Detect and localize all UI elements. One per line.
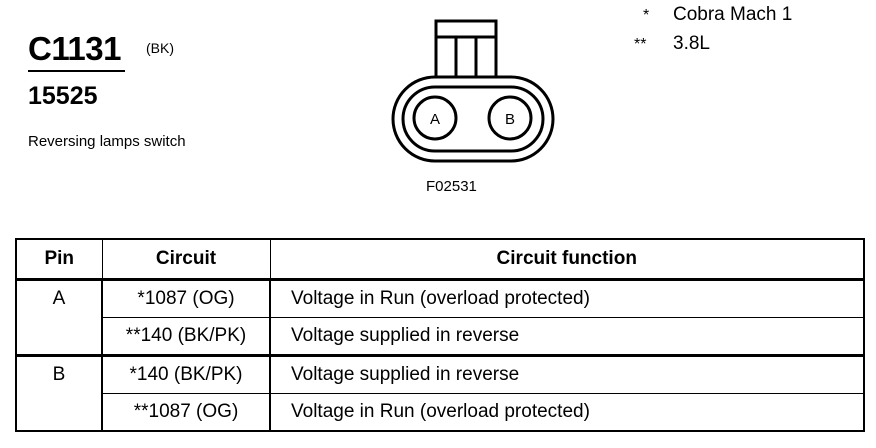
table-row: A *1087 (OG) Voltage in Run (overload pr… bbox=[15, 279, 865, 356]
terminal-a-label: A bbox=[430, 111, 440, 128]
pin-cell: B bbox=[15, 354, 103, 432]
connector-face-diagram: A B bbox=[391, 19, 555, 163]
header-circuit: Circuit bbox=[101, 238, 271, 281]
note-cobra-mach-1: * Cobra Mach 1 bbox=[643, 4, 792, 26]
circuit-function-cell: Voltage in Run (overload protected) bbox=[269, 393, 865, 432]
circuit-cell: **140 (BK/PK) bbox=[101, 317, 271, 356]
note-3-8l: ** 3.8L bbox=[634, 33, 710, 55]
table-row: **1087 (OG) Voltage in Run (overload pro… bbox=[16, 393, 865, 432]
circuit-function-cell: Voltage supplied in reverse bbox=[269, 317, 865, 356]
note-mark: ** bbox=[634, 36, 647, 53]
header-pin: Pin bbox=[15, 238, 103, 281]
circuit-cell: *1087 (OG) bbox=[101, 279, 271, 318]
circuit-function-cell: Voltage in Run (overload protected) bbox=[269, 279, 865, 318]
header-circuit-function: Circuit function bbox=[269, 238, 865, 281]
pin-cell: A bbox=[15, 279, 103, 356]
table-row: B *140 (BK/PK) Voltage supplied in rever… bbox=[15, 354, 865, 432]
circuit-cell: **1087 (OG) bbox=[101, 393, 271, 432]
pinout-table: Pin Circuit Circuit function A *1087 (OG… bbox=[15, 238, 865, 432]
table-header-row: Pin Circuit Circuit function bbox=[15, 238, 865, 281]
connector-id: C1131 bbox=[28, 30, 121, 67]
figure-code: F02531 bbox=[426, 178, 477, 195]
part-number: 15525 bbox=[28, 82, 98, 110]
note-text: 3.8L bbox=[673, 33, 710, 54]
terminal-b bbox=[487, 95, 533, 141]
table-row: **140 (BK/PK) Voltage supplied in revers… bbox=[16, 317, 865, 356]
circuit-cell: *140 (BK/PK) bbox=[101, 354, 271, 394]
terminal-a bbox=[412, 95, 458, 141]
circuit-function-cell: Voltage supplied in reverse bbox=[269, 354, 865, 394]
terminal-b-label: B bbox=[505, 111, 515, 128]
note-mark: * bbox=[643, 7, 650, 24]
connector-description: Reversing lamps switch bbox=[28, 133, 186, 150]
connector-id-underline bbox=[28, 70, 125, 72]
note-text: Cobra Mach 1 bbox=[673, 4, 793, 25]
connector-color: (BK) bbox=[146, 40, 174, 56]
